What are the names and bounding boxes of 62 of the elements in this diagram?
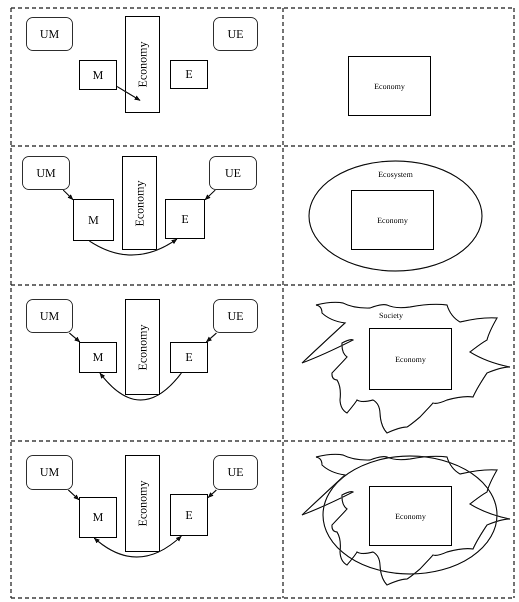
node-label: E bbox=[185, 67, 193, 82]
node-label: Economy bbox=[377, 216, 408, 224]
node-label: Economy bbox=[395, 354, 426, 364]
rounded-box bbox=[26, 455, 73, 490]
node-label: M bbox=[92, 510, 104, 525]
arrow bbox=[206, 332, 217, 342]
node-label: UM bbox=[40, 26, 60, 42]
node-label: M bbox=[88, 212, 99, 228]
process-box bbox=[369, 486, 452, 546]
node-label: E bbox=[185, 350, 193, 365]
process-box bbox=[79, 342, 117, 373]
node-label: Economy bbox=[135, 480, 150, 526]
cloud-shape bbox=[300, 302, 512, 435]
process-box bbox=[348, 56, 431, 116]
vertical-box bbox=[122, 156, 157, 250]
ellipse-shape bbox=[308, 160, 483, 272]
rounded-box bbox=[22, 156, 70, 190]
vertical-box bbox=[125, 455, 160, 552]
node-label: Economy bbox=[374, 82, 405, 90]
node-label: M bbox=[92, 68, 104, 82]
process-box bbox=[369, 328, 452, 390]
node-label: Economy bbox=[395, 512, 426, 520]
node-label: E bbox=[185, 508, 193, 522]
rounded-box bbox=[213, 299, 258, 333]
process-box bbox=[79, 497, 117, 538]
rounded-box bbox=[209, 156, 257, 190]
node-label: Economy bbox=[132, 180, 147, 226]
node-label: Society bbox=[379, 311, 403, 320]
node-label: Ecosystem bbox=[378, 170, 413, 179]
process-box bbox=[165, 199, 205, 239]
process-box bbox=[170, 342, 208, 373]
arrow bbox=[116, 86, 141, 101]
process-box bbox=[79, 60, 117, 90]
arrow bbox=[62, 190, 74, 200]
node-label: UM bbox=[36, 166, 56, 180]
node-label: E bbox=[181, 212, 189, 226]
process-box bbox=[170, 494, 208, 536]
arrow bbox=[89, 238, 178, 256]
node-label: M bbox=[92, 350, 104, 365]
node-label: UE bbox=[228, 308, 244, 324]
process-box bbox=[170, 60, 208, 89]
arrow bbox=[68, 490, 80, 500]
rounded-box bbox=[26, 17, 73, 51]
node-label: UM bbox=[40, 465, 60, 480]
vertical-box bbox=[125, 16, 160, 113]
vertical-box bbox=[125, 299, 160, 395]
node-label: UE bbox=[225, 166, 241, 180]
node-label: UE bbox=[228, 26, 244, 42]
arrow bbox=[208, 490, 217, 498]
rounded-box bbox=[26, 299, 73, 333]
arrow bbox=[94, 536, 182, 558]
node-label: Economy bbox=[135, 42, 150, 88]
node-label: UM bbox=[40, 308, 60, 324]
process-box bbox=[351, 190, 434, 250]
node-label: Economy bbox=[135, 324, 150, 370]
arrow bbox=[204, 190, 216, 200]
arrow bbox=[68, 332, 80, 342]
rounded-box bbox=[213, 455, 258, 490]
node-label: UE bbox=[228, 465, 244, 480]
process-box bbox=[73, 199, 114, 241]
arrow bbox=[99, 372, 182, 401]
rounded-box bbox=[213, 17, 258, 51]
